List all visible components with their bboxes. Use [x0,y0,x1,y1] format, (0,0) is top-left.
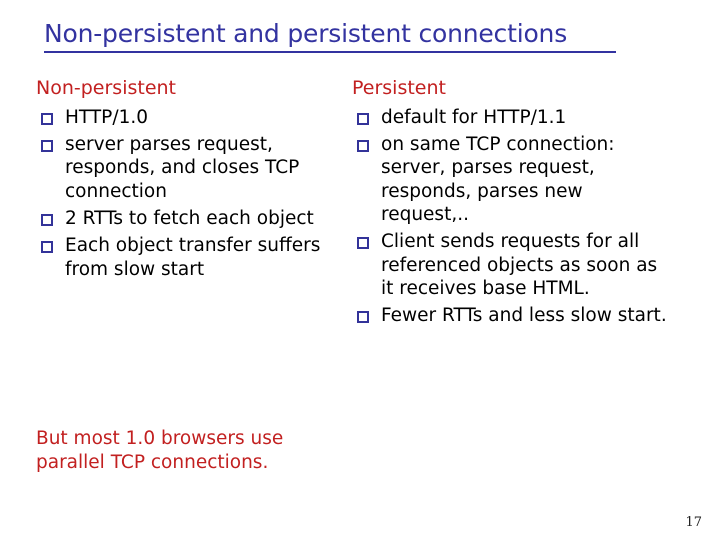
list-item: server parses request, responds, and clo… [36,133,342,203]
list-item-text: Each object transfer suffers from slow s… [65,235,321,280]
square-bullet-icon [357,237,369,250]
square-bullet-icon [41,214,53,227]
list-item: HTTP/1.0 [36,106,342,129]
page-number: 17 [685,515,702,530]
column-heading-persistent: Persistent [352,77,446,99]
list-item: Fewer RTTs and less slow start. [352,304,672,327]
list-item: on same TCP connection: server, parses r… [352,133,672,226]
list-item-text: Fewer RTTs and less slow start. [381,305,667,327]
list-item-text: default for HTTP/1.1 [381,106,567,128]
column-non-persistent: Non-persistent HTTP/1.0 server parses re… [36,77,342,285]
list-item-text: HTTP/1.0 [65,106,148,128]
column-heading-non-persistent: Non-persistent [36,77,177,99]
square-bullet-icon [41,241,53,254]
square-bullet-icon [357,311,369,324]
list-item: Each object transfer suffers from slow s… [36,234,342,281]
bullet-list-non-persistent: HTTP/1.0 server parses request, responds… [36,106,342,281]
page-title: Non-persistent and persistent connection… [44,20,616,53]
footnote-parallel-connections: But most 1.0 browsers use parallel TCP c… [36,428,284,473]
column-persistent: Persistent default for HTTP/1.1 on same … [352,77,672,332]
list-item: Client sends requests for all referenced… [352,230,672,300]
list-item: default for HTTP/1.1 [352,106,672,129]
list-item-text: 2 RTTs to fetch each object [65,208,314,230]
list-item: 2 RTTs to fetch each object [36,207,342,230]
list-item-text: server parses request, responds, and clo… [65,134,300,202]
square-bullet-icon [41,140,53,153]
list-item-text: on same TCP connection: server, parses r… [381,134,615,226]
list-item-text: Client sends requests for all referenced… [381,231,658,299]
square-bullet-icon [41,112,53,125]
bullet-list-persistent: default for HTTP/1.1 on same TCP connect… [352,106,672,328]
square-bullet-icon [357,112,369,125]
square-bullet-icon [357,140,369,153]
